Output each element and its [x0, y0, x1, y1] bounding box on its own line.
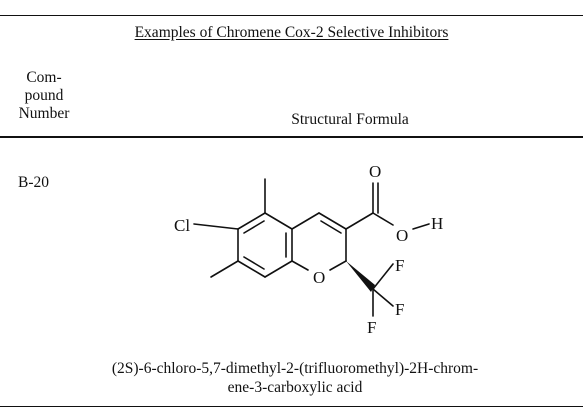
- bond: [193, 223, 239, 230]
- header-rule: [0, 136, 583, 138]
- bond: [237, 260, 266, 278]
- compound-name: (2S)-6-chloro-5,7-dimethyl-2-(trifluorom…: [111, 360, 479, 396]
- atom-label-h: H: [431, 214, 443, 233]
- atom-label-cl: Cl: [174, 216, 190, 235]
- atom-label-hydroxyl-o: O: [396, 226, 408, 245]
- bond: [345, 212, 374, 230]
- column-header-compound-number: Com- pound Number: [18, 69, 70, 122]
- double-bond-inner: [243, 256, 265, 270]
- bond: [237, 212, 266, 230]
- double-bond-inner: [320, 220, 342, 234]
- wedge-bond: [346, 261, 375, 292]
- table-title-text: Examples of Chromene Cox-2 Selective Inh…: [134, 24, 449, 41]
- atom-label-f: F: [395, 256, 404, 275]
- atom-label-ring-o: O: [313, 268, 325, 287]
- bond: [329, 260, 347, 271]
- bond: [372, 288, 394, 307]
- bond: [318, 212, 347, 230]
- table-top-rule: [0, 15, 583, 16]
- atom-label-f: F: [367, 318, 376, 337]
- bond: [264, 212, 293, 230]
- bond: [372, 263, 394, 290]
- bond: [264, 260, 293, 278]
- bond: [210, 260, 239, 278]
- atom-label-carbonyl-o: O: [369, 162, 381, 181]
- atom-label-f: F: [395, 300, 404, 319]
- column-header-structural-formula: Structural Formula: [291, 111, 409, 128]
- bond: [291, 212, 320, 230]
- table-title: Examples of Chromene Cox-2 Selective Inh…: [0, 24, 583, 42]
- bond: [372, 212, 394, 226]
- compound-number: B-20: [18, 174, 49, 191]
- bond: [412, 223, 430, 230]
- bond: [291, 260, 309, 271]
- double-bond-inner: [243, 220, 265, 234]
